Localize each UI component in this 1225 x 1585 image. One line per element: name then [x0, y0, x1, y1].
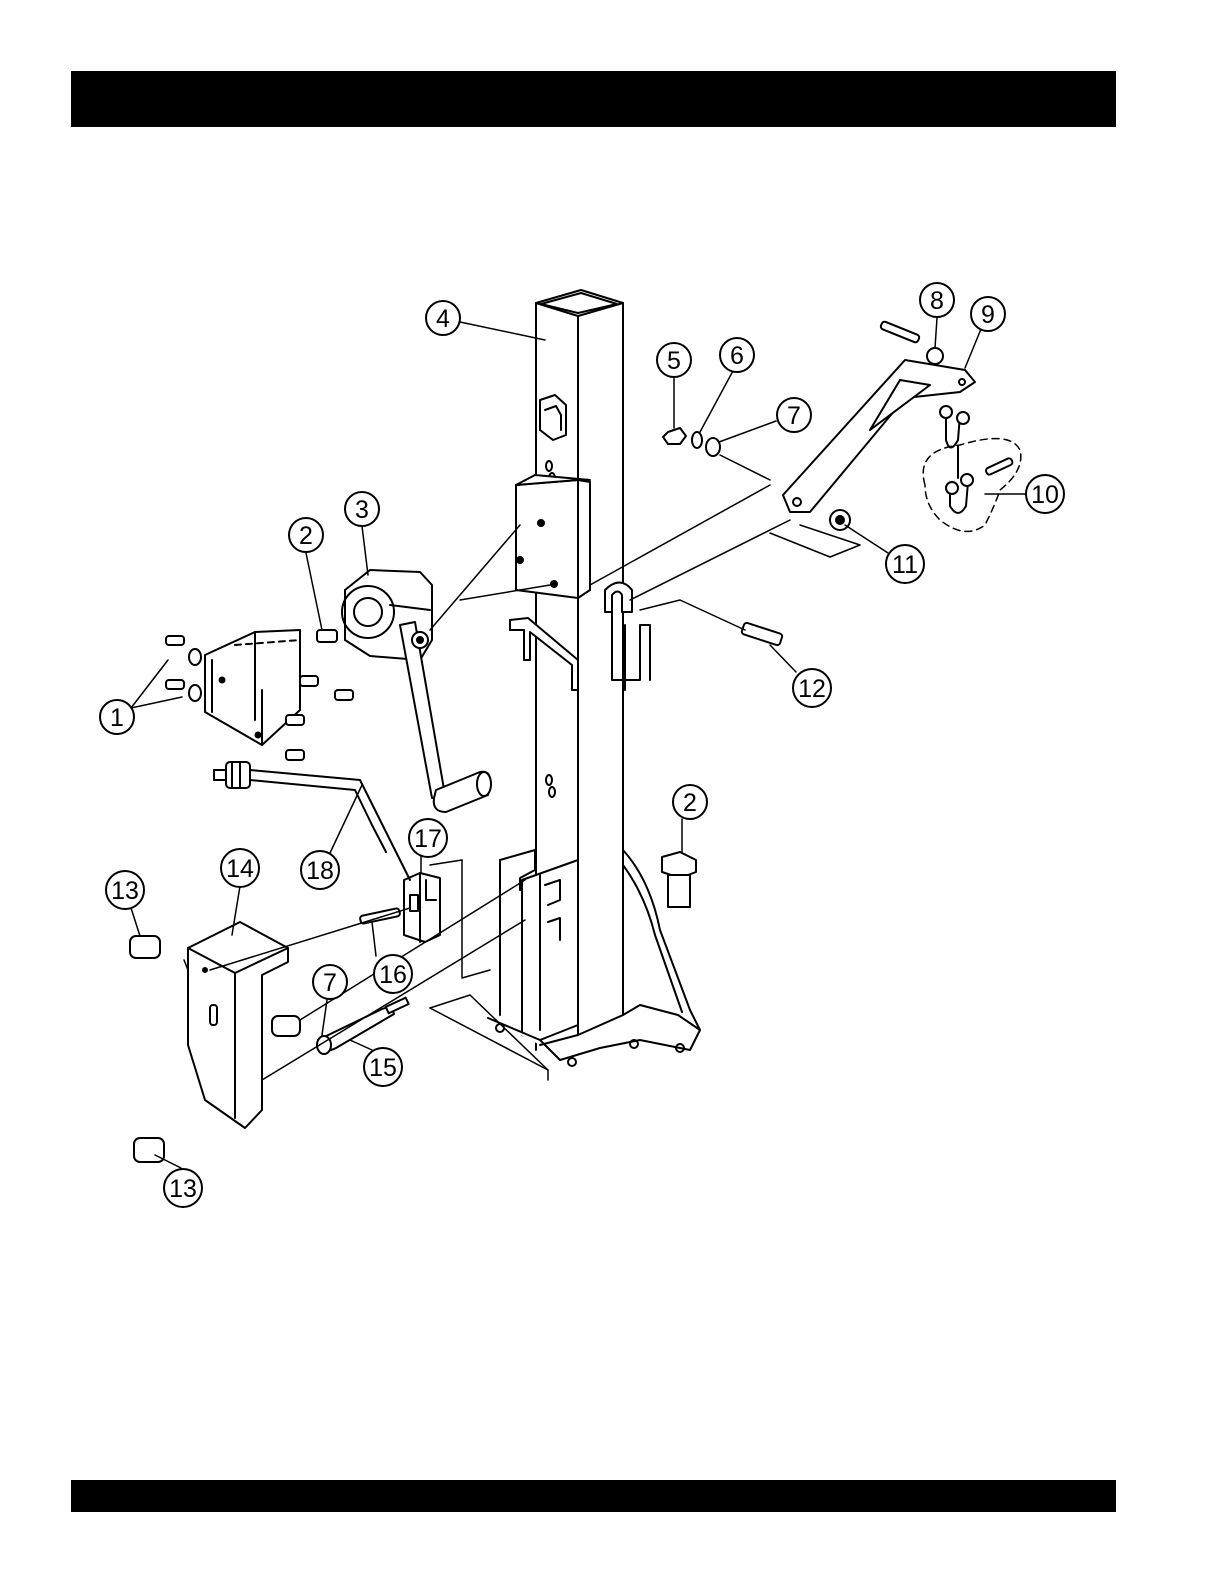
callout-3: 3 [345, 492, 379, 526]
svg-text:6: 6 [730, 342, 744, 370]
svg-text:5: 5 [667, 347, 681, 375]
svg-text:18: 18 [306, 857, 334, 885]
svg-text:13: 13 [169, 1175, 197, 1203]
mast-column [488, 290, 700, 1066]
svg-text:11: 11 [892, 551, 918, 579]
callout-2-lower: 2 [673, 785, 707, 819]
svg-text:12: 12 [798, 675, 826, 703]
svg-text:2: 2 [299, 522, 313, 550]
svg-text:7: 7 [323, 969, 337, 997]
svg-text:14: 14 [226, 855, 254, 883]
shackle [923, 406, 1021, 531]
callout-4: 4 [426, 301, 460, 335]
svg-text:9: 9 [981, 301, 995, 329]
callout-7-upper: 7 [777, 398, 811, 432]
svg-text:1: 1 [110, 704, 124, 732]
svg-text:3: 3 [355, 496, 369, 524]
svg-text:2: 2 [683, 789, 697, 817]
winch [342, 570, 491, 812]
svg-text:8: 8 [930, 287, 944, 315]
callout-15: 15 [364, 1048, 402, 1086]
callout-13-lower: 13 [164, 1169, 202, 1207]
callout-5: 5 [657, 343, 691, 377]
callout-18: 18 [301, 851, 339, 889]
callout-17: 17 [409, 819, 447, 857]
svg-text:4: 4 [436, 305, 450, 333]
callout-9: 9 [971, 297, 1005, 331]
svg-text:17: 17 [414, 825, 442, 853]
svg-text:10: 10 [1031, 481, 1059, 509]
svg-text:16: 16 [379, 961, 407, 989]
callout-10: 10 [1026, 475, 1064, 513]
callout-11: 11 [886, 545, 924, 583]
callout-6: 6 [720, 338, 754, 372]
callout-1: 1 [100, 700, 134, 734]
svg-text:13: 13 [111, 877, 139, 905]
callout-13-upper: 13 [106, 871, 144, 909]
callout-7-lower: 7 [313, 965, 347, 999]
callout-8: 8 [920, 283, 954, 317]
winch-bracket [205, 630, 300, 745]
svg-text:15: 15 [369, 1054, 397, 1082]
callout-12: 12 [793, 669, 831, 707]
callout-2-upper: 2 [289, 518, 323, 552]
callout-16: 16 [374, 955, 412, 993]
svg-text:7: 7 [787, 402, 801, 430]
cable-assembly [214, 762, 395, 852]
callout-14: 14 [221, 849, 259, 887]
